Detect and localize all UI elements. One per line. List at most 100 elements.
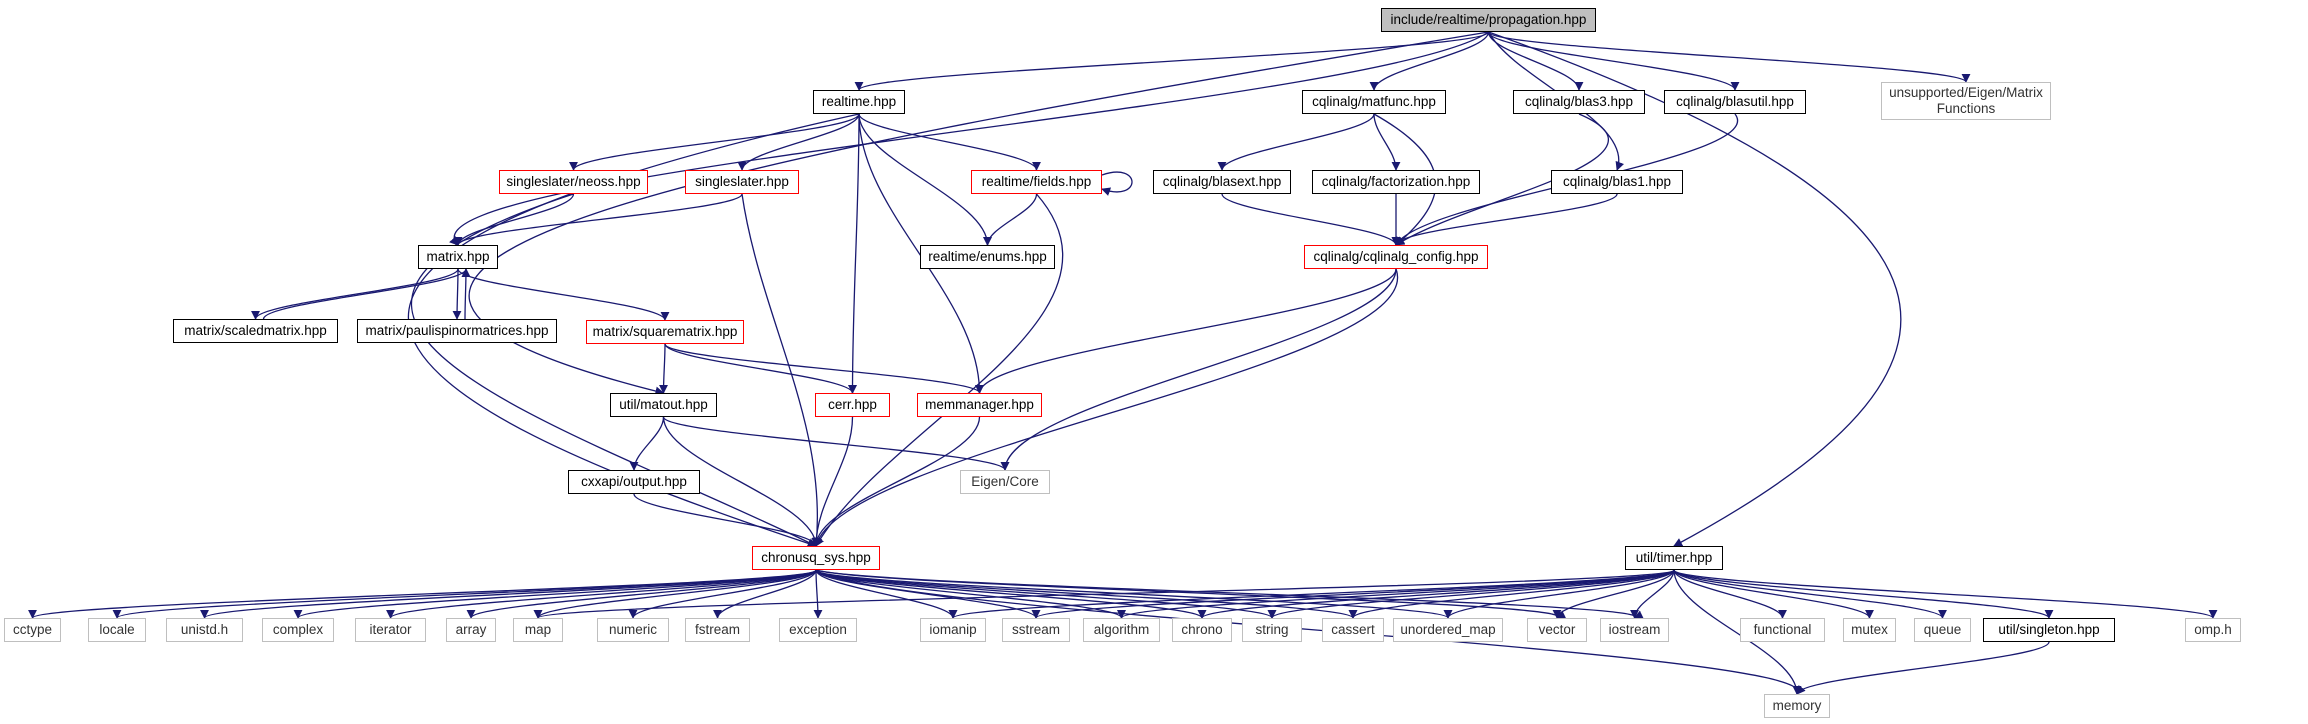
edge-timer-to-iomanip <box>948 569 1675 619</box>
node-cqlinalg-config-hpp[interactable]: cqlinalg/cqlinalg_config.hpp <box>1304 245 1488 269</box>
edge-cerr-to-chronusq_sys <box>811 416 854 547</box>
node-util-timer-hpp[interactable]: util/timer.hpp <box>1625 546 1723 570</box>
edge-propagation-to-blas3 <box>1487 31 1584 91</box>
edge-timer-to-chrono <box>1197 569 1675 619</box>
node-cqlinalg-factorization-hpp[interactable]: cqlinalg/factorization.hpp <box>1312 170 1480 194</box>
edge-fields-to-chronusq_sys <box>815 193 1064 547</box>
edge-cqlinalg_config-to-memmanager <box>975 268 1397 394</box>
node-realtime-fields-hpp[interactable]: realtime/fields.hpp <box>971 170 1102 194</box>
node-cqlinalg-blas1-hpp[interactable]: cqlinalg/blas1.hpp <box>1551 170 1683 194</box>
node-sstream: sstream <box>1002 618 1070 642</box>
node-chronusq-sys-hpp[interactable]: chronusq_sys.hpp <box>752 546 880 570</box>
edge-realtime-to-neoss <box>569 113 860 171</box>
edge-scaledmatrix-to-matrix <box>262 268 471 320</box>
edge-matrix-to-squarematrix <box>457 268 670 321</box>
edge-fields-self-loop <box>1101 171 1133 196</box>
node-cqlinalg-matfunc-hpp[interactable]: cqlinalg/matfunc.hpp <box>1302 90 1446 114</box>
edge-cqlinalg_config-to-chronusq_sys <box>813 268 1399 547</box>
node-label-line-1: unsupported/Eigen/Matrix <box>1889 85 2043 101</box>
edge-propagation-to-blasutil <box>1487 31 1740 91</box>
edge-chronusq_sys-to-iomanip <box>815 569 958 619</box>
edge-timer-to-mutex <box>1673 569 1874 619</box>
edge-timer-to-memory <box>1673 569 1802 695</box>
edge-matfunc-to-blasext <box>1217 113 1375 171</box>
edge-blasext-to-cqlinalg_config <box>1221 193 1401 246</box>
node-array: array <box>446 618 496 642</box>
edge-chronusq_sys-to-cctype <box>28 569 817 619</box>
edge-chronusq_sys-to-locale <box>112 569 817 619</box>
node-cctype: cctype <box>4 618 61 642</box>
edge-matout-to-cxxapi_output <box>629 416 665 471</box>
node-cqlinalg-blasutil-hpp[interactable]: cqlinalg/blasutil.hpp <box>1664 90 1806 114</box>
node-mutex: mutex <box>1843 618 1896 642</box>
node-util-singleton-hpp[interactable]: util/singleton.hpp <box>1983 618 2115 642</box>
edge-timer-to-algorithm <box>1117 569 1675 619</box>
edge-realtime-to-memmanager <box>858 113 984 394</box>
node-matrix-hpp[interactable]: matrix.hpp <box>418 245 498 269</box>
edge-chronusq_sys-to-array <box>466 569 817 619</box>
node-cxxapi-output-hpp[interactable]: cxxapi/output.hpp <box>568 470 700 494</box>
node-label-line-2: Functions <box>1936 101 1996 116</box>
node-exception: exception <box>779 618 857 642</box>
node-eigen-core: Eigen/Core <box>960 470 1050 494</box>
node-cqlinalg-blasext-hpp[interactable]: cqlinalg/blasext.hpp <box>1153 170 1291 194</box>
edge-matrix-to-scaledmatrix <box>251 268 459 320</box>
edge-chronusq_sys-to-numeric <box>628 569 817 619</box>
node-memmanager-hpp[interactable]: memmanager.hpp <box>917 393 1042 417</box>
node-realtime-enums-hpp[interactable]: realtime/enums.hpp <box>920 245 1055 269</box>
node-complex: complex <box>262 618 334 642</box>
node-matrix-scaledmatrix-hpp[interactable]: matrix/scaledmatrix.hpp <box>173 319 338 343</box>
edge-fields-to-enums <box>983 193 1038 246</box>
node-iomanip: iomanip <box>920 618 986 642</box>
node-omp-h: omp.h <box>2185 618 2241 642</box>
edge-timer-to-vector <box>1552 569 1675 619</box>
edge-timer-to-iostream <box>1630 569 1675 619</box>
edge-chronusq_sys-to-map <box>533 569 817 619</box>
node-cerr-hpp[interactable]: cerr.hpp <box>815 393 890 417</box>
edge-matout-to-chronusq_sys <box>662 416 821 547</box>
node-numeric: numeric <box>597 618 669 642</box>
edge-propagation-to-eigen_matfunc <box>1487 31 1971 83</box>
node-singleslater-hpp[interactable]: singleslater.hpp <box>685 170 799 194</box>
node-string: string <box>1242 618 1302 642</box>
edge-chronusq_sys-to-complex <box>293 569 817 619</box>
node-iterator: iterator <box>355 618 426 642</box>
node-matrix-squarematrix-hpp[interactable]: matrix/squarematrix.hpp <box>586 320 744 344</box>
edge-blas1-to-cqlinalg_config <box>1391 193 1618 246</box>
edge-squarematrix-to-cerr <box>664 343 857 394</box>
edge-chronusq_sys-to-exception <box>813 569 823 619</box>
node-fstream: fstream <box>685 618 750 642</box>
edge-timer-to-omp <box>1673 569 2218 619</box>
edge-singleslater-to-chronusq_sys <box>741 193 822 547</box>
edge-memmanager-to-chronusq_sys <box>811 416 981 547</box>
edge-chronusq_sys-to-fstream <box>713 569 817 619</box>
node-matrix-paulispinormatrices-hpp[interactable]: matrix/paulispinormatrices.hpp <box>357 319 557 343</box>
edge-chronusq_sys-to-iostream <box>815 569 1644 619</box>
edge-squarematrix-to-matout <box>659 343 669 394</box>
node-cassert: cassert <box>1322 618 1384 642</box>
edge-cqlinalg_config-to-eigen_core <box>1000 268 1397 471</box>
node-iostream: iostream <box>1600 618 1669 642</box>
edge-matrix-to-paulispinor <box>452 268 462 320</box>
edge-chronusq_sys-to-unistd <box>200 569 817 619</box>
edge-realtime-to-cerr <box>848 113 860 394</box>
edge-timer-to-map <box>534 569 1675 619</box>
node-queue: queue <box>1914 618 1971 642</box>
node-singleslater-neoss-hpp[interactable]: singleslater/neoss.hpp <box>499 170 648 194</box>
node-unordered-map: unordered_map <box>1393 618 1503 642</box>
edge-chronusq_sys-to-iterator <box>386 569 817 619</box>
node-cqlinalg-blas3-hpp[interactable]: cqlinalg/blas3.hpp <box>1513 90 1645 114</box>
edge-timer-to-unordered_map <box>1443 569 1675 619</box>
edge-timer-to-singleton <box>1673 569 2054 619</box>
edge-timer-to-functional <box>1673 569 1787 619</box>
edge-squarematrix-to-memmanager <box>664 343 984 394</box>
node-propagation-hpp: include/realtime/propagation.hpp <box>1381 8 1596 32</box>
node-realtime-hpp[interactable]: realtime.hpp <box>813 90 905 114</box>
edge-timer-to-cassert <box>1348 569 1675 619</box>
node-unistd-h: unistd.h <box>166 618 243 642</box>
dependency-edges <box>28 31 2218 695</box>
edge-singleton-to-memory <box>1792 641 2050 695</box>
node-map: map <box>513 618 563 642</box>
node-util-matout-hpp[interactable]: util/matout.hpp <box>610 393 717 417</box>
